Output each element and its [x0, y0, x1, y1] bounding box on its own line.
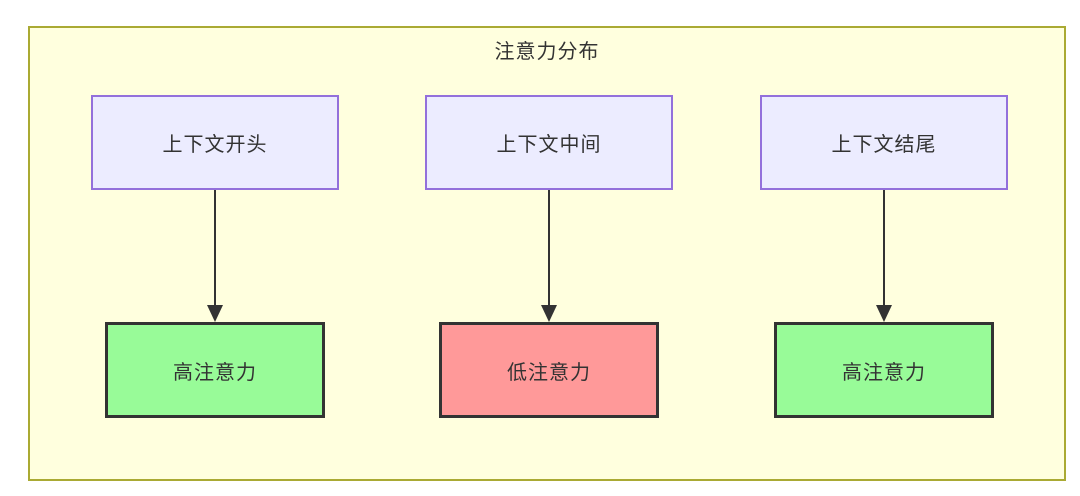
attention-distribution-cluster: 注意力分布 上下文开头 上下文中间 上下文结尾 高注意力 低注意力 [28, 26, 1066, 481]
node-context-middle: 上下文中间 [425, 95, 673, 190]
node-high-attention-1: 高注意力 [105, 322, 325, 418]
node-high-attention-2: 高注意力 [774, 322, 994, 418]
arrow-start-to-high [207, 190, 223, 322]
diagram-title: 注意力分布 [494, 41, 600, 63]
node-context-middle-label: 上下文中间 [496, 134, 602, 156]
node-low-attention: 低注意力 [439, 322, 659, 418]
node-context-start: 上下文开头 [91, 95, 339, 190]
node-context-start-label: 上下文开头 [162, 134, 268, 156]
node-context-end-label: 上下文结尾 [831, 134, 937, 156]
arrow-middle-to-low [541, 190, 557, 322]
node-high-attention-2-label: 高注意力 [842, 361, 926, 384]
node-low-attention-label: 低注意力 [507, 361, 591, 384]
arrow-end-to-high [876, 190, 892, 322]
node-context-end: 上下文结尾 [760, 95, 1008, 190]
node-high-attention-1-label: 高注意力 [173, 361, 257, 384]
